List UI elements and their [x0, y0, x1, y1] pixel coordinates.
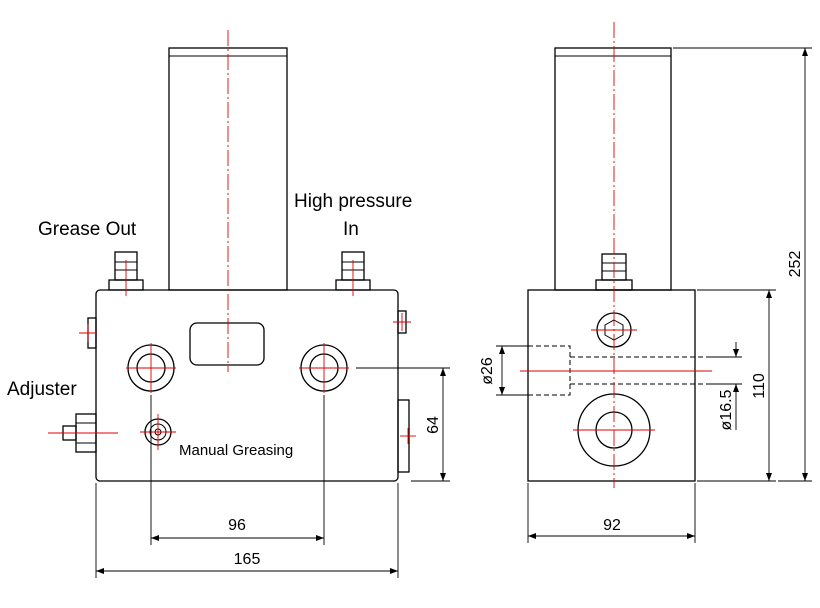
hidden-bore-26: [527, 345, 571, 396]
adjuster-label: Adjuster: [7, 379, 77, 400]
dim-165-text: 165: [234, 551, 261, 568]
dim-96-text: 96: [228, 517, 246, 534]
front-view: [48, 30, 450, 578]
grease-out-label: Grease Out: [38, 219, 137, 240]
side-view: [496, 22, 812, 543]
dim-16-5-text: ø16.5: [718, 389, 735, 430]
high-pressure-label-line2: In: [343, 219, 359, 240]
sight-window: [189, 322, 265, 366]
side-body: [527, 289, 696, 482]
front-body: [95, 289, 399, 482]
dim-26-text: ø26: [479, 357, 496, 385]
high-pressure-label-line1: High pressure: [294, 191, 412, 212]
dim-92-text: 92: [603, 517, 621, 534]
dim-252-text: 252: [787, 251, 804, 278]
manual-greasing-label: Manual Greasing: [179, 442, 293, 459]
dim-110-text: 110: [751, 373, 768, 399]
dim-64-text: 64: [425, 416, 442, 434]
